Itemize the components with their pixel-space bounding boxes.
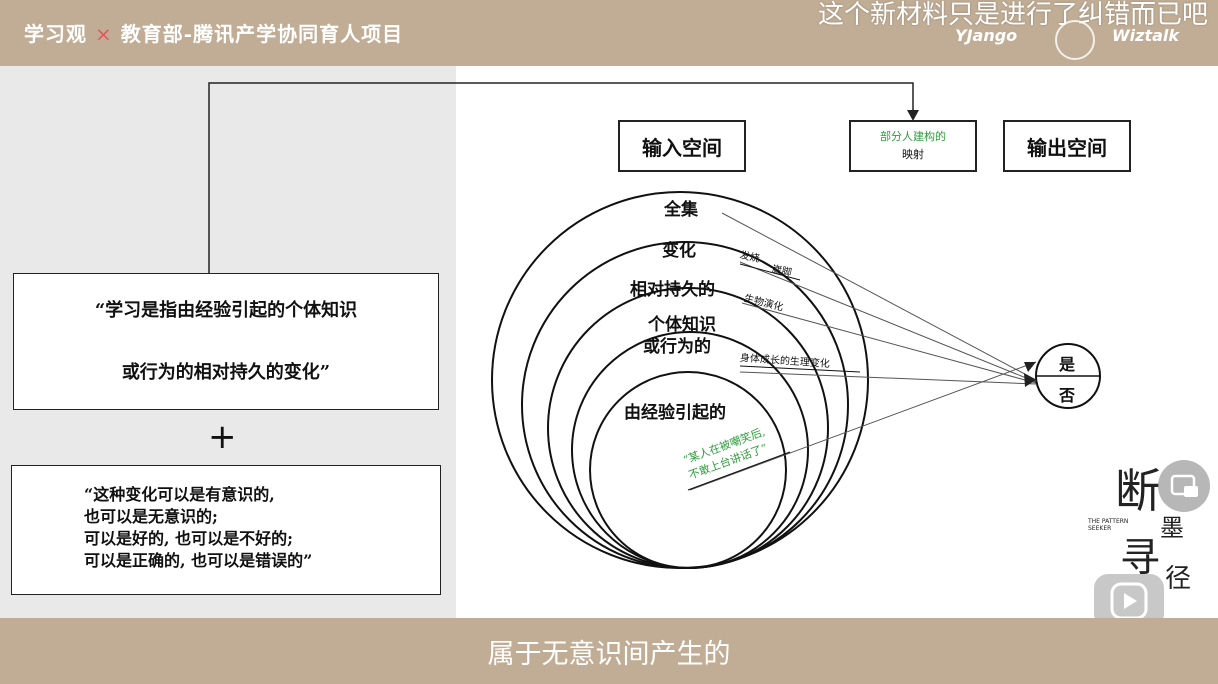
supplement-quote-box: “这种变化可以是有意识的, 也可以是无意识的; 可以是好的, 也可以是不好的; … (11, 465, 441, 595)
output-no: 否 (1059, 386, 1076, 405)
output-arrowhead-icon (1024, 362, 1036, 372)
set-label-experience: 由经验引起的 (624, 403, 726, 423)
brand-separator: × (95, 22, 113, 46)
subtitle-caption: 属于无意识间产生的 (487, 639, 731, 670)
set-label-knowledge: 个体知识 (648, 315, 716, 335)
brand-title: 学习观 × 教育部-腾讯产学协同育人项目 (24, 18, 403, 47)
mapping-line1: 部分人建构的 (880, 130, 946, 143)
watermark-en-line1: THE PATTERN (1088, 518, 1129, 525)
output-space-label: 输出空间 (1003, 120, 1131, 172)
yjango-logo: YJango (955, 26, 1018, 45)
quote1-line2: 或行为的相对持久的变化” (121, 362, 331, 383)
map-line-growth (739, 371, 1037, 385)
bottom-banner (0, 618, 1218, 684)
wiztalk-logo: Wiztalk (1112, 26, 1180, 45)
set-label-lasting: 相对持久的 (630, 280, 715, 300)
watermark-en: THE PATTERN SEEKER (1088, 518, 1128, 532)
pip-icon (1170, 474, 1198, 497)
quote2-line: 可以是好的, 也可以是不好的; (84, 529, 294, 548)
connector-line (208, 82, 914, 273)
note-underline-fever (739, 263, 801, 281)
quote2-line: 也可以是无意识的; (84, 507, 218, 526)
input-space-label: 输入空间 (618, 120, 746, 172)
quote2-line: “这种变化可以是有意识的, (84, 485, 275, 504)
picture-in-picture-button[interactable] (1158, 460, 1210, 512)
seal-logo-icon (1055, 20, 1095, 60)
quote1-line1: “学习是指由经验引起的个体知识 (94, 300, 358, 321)
plus-sign: + (208, 417, 237, 457)
set-experience (589, 371, 787, 569)
definition-quote-box: “学习是指由经验引起的个体知识 或行为的相对持久的变化” (13, 273, 439, 410)
map-line-example (689, 361, 1037, 491)
map-line-universe (721, 212, 1037, 381)
note-underline-growth (739, 365, 861, 373)
output-yes: 是 (1059, 355, 1076, 374)
watermark-char: 断 (1115, 464, 1161, 518)
set-label-universe: 全集 (664, 200, 698, 220)
output-arrowhead-icon (1024, 373, 1036, 387)
brand-left: 学习观 (24, 22, 87, 46)
watermark-char: 墨 (1160, 514, 1184, 542)
brand-right: 教育部-腾讯产学协同育人项目 (120, 22, 404, 46)
set-label-change: 变化 (662, 241, 696, 261)
map-line-fever (739, 261, 1037, 383)
set-label-behavior: 或行为的 (643, 337, 711, 357)
mapping-line2: 映射 (902, 148, 924, 161)
watermark-char: 径 (1165, 564, 1192, 594)
note-underline-example (687, 451, 791, 491)
quote2-line: 可以是正确的, 也可以是错误的” (84, 551, 313, 570)
map-line-evolution (741, 302, 1037, 384)
top-danmaku-caption: 这个新材料只是进行了纠错而已吧 (817, 0, 1208, 30)
top-banner (0, 0, 1218, 66)
watermark-char: 寻 (1120, 535, 1160, 581)
connector-arrowhead-icon (907, 110, 919, 121)
mapping-label-box: 部分人建构的 映射 (849, 120, 977, 172)
watermark-en-line2: SEEKER (1088, 525, 1112, 532)
